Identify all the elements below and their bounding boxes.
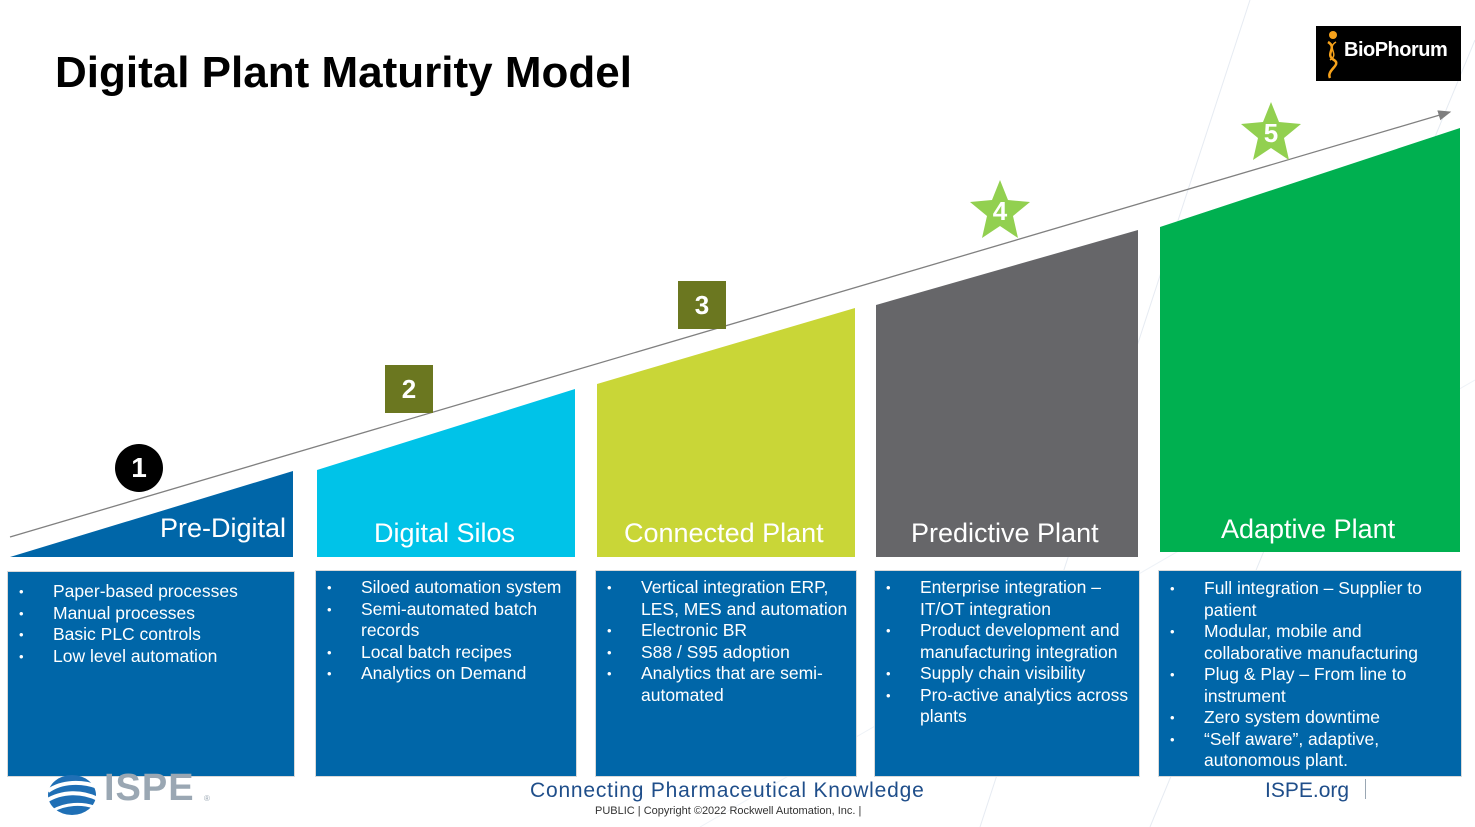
stage-1-box: •Paper-based processes •Manual processes… (8, 572, 294, 776)
stage-5-number: 5 (1263, 118, 1279, 148)
trend-arrow (9, 110, 1452, 538)
list-item: •Local batch recipes (327, 641, 512, 662)
stage-2-box: •Siloed automation system •Semi-automate… (316, 571, 576, 776)
list-item: •Electronic BR (607, 620, 748, 640)
stage-4-list: •Enterprise integration – IT/OT integrat… (875, 577, 1139, 728)
list-item: •Pro-active analytics across plants (886, 684, 1129, 727)
list-item: •Zero system downtime (1170, 707, 1381, 727)
biophorum-logo-text: BioPhorum (1344, 39, 1448, 61)
list-item: •Full integration – Supplier to patient (1170, 578, 1422, 620)
stage-4-label: Predictive Plant (911, 518, 1099, 548)
wedge-pre-digital (10, 471, 293, 557)
list-item: •Enterprise integration – IT/OT integrat… (886, 577, 1101, 619)
stage-5-box: •Full integration – Supplier to patient … (1159, 571, 1461, 776)
stage-1-list: •Paper-based processes •Manual processes… (8, 581, 294, 667)
stage-5-list: •Full integration – Supplier to patient … (1159, 578, 1461, 772)
stage-3-box: •Vertical integration ERP, LES, MES and … (596, 571, 856, 776)
list-item: •Paper-based processes (19, 581, 238, 601)
stage-2-label: Digital Silos (374, 518, 516, 548)
stage-3-list: •Vertical integration ERP, LES, MES and … (596, 577, 856, 706)
list-item: •S88 / S95 adoption (607, 641, 790, 662)
ispe-logo-text: ISPE (104, 767, 195, 809)
star-4-icon (970, 180, 1030, 238)
stage-3-badge: 3 (678, 281, 726, 329)
list-item: •Semi-automated batch records (327, 598, 538, 641)
list-item: •Product development and manufacturing i… (886, 620, 1120, 662)
stage-5-label: Adaptive Plant (1221, 514, 1396, 544)
list-item: •Plug & Play – From line to instrument (1170, 664, 1407, 706)
list-item: •Analytics that are semi-automated (607, 663, 823, 705)
list-item: •Supply chain visibility (886, 663, 1086, 683)
stage-1-label: Pre-Digital (160, 513, 287, 543)
biophorum-logo: BioPhorum (1316, 26, 1461, 81)
stage-2-list: •Siloed automation system •Semi-automate… (316, 577, 576, 685)
footer-divider (1365, 779, 1366, 799)
wedge-digital-silos (317, 389, 575, 557)
footer-tagline: Connecting Pharmaceutical Knowledge (530, 779, 925, 802)
wedge-connected-plant (597, 308, 855, 557)
list-item: •Analytics on Demand (327, 663, 527, 683)
list-item: •Modular, mobile and collaborative manuf… (1170, 621, 1419, 663)
page-title: Digital Plant Maturity Model (55, 48, 632, 97)
stage-4-number: 4 (992, 196, 1008, 226)
list-item: •Low level automation (19, 645, 218, 666)
list-item: •Vertical integration ERP, LES, MES and … (607, 577, 848, 619)
star-5-icon (1241, 102, 1301, 160)
list-item: •Manual processes (19, 602, 196, 623)
stage-1-number: 1 (131, 452, 147, 483)
list-item: •Siloed automation system (327, 577, 562, 597)
stage-3-label: Connected Plant (624, 518, 824, 548)
stage-4-box: •Enterprise integration – IT/OT integrat… (875, 571, 1139, 776)
stage-2-number: 2 (401, 373, 417, 404)
wedge-predictive-plant (876, 230, 1138, 557)
list-item: •“Self aware”, adaptive, autonomous plan… (1170, 728, 1380, 771)
footer-url-link[interactable]: ISPE.org (1265, 779, 1350, 802)
stage-3-number: 3 (694, 289, 710, 320)
dna-figure-icon (1327, 31, 1338, 79)
footer-copyright: PUBLIC | Copyright ©2022 Rockwell Automa… (595, 805, 862, 817)
stage-2-badge: 2 (385, 365, 433, 413)
registered-mark-icon: ® (204, 794, 210, 803)
stage-1-badge: 1 (115, 444, 163, 492)
ispe-globe-icon (44, 775, 99, 815)
list-item: •Basic PLC controls (19, 624, 201, 644)
wedge-adaptive-plant (1160, 128, 1460, 552)
